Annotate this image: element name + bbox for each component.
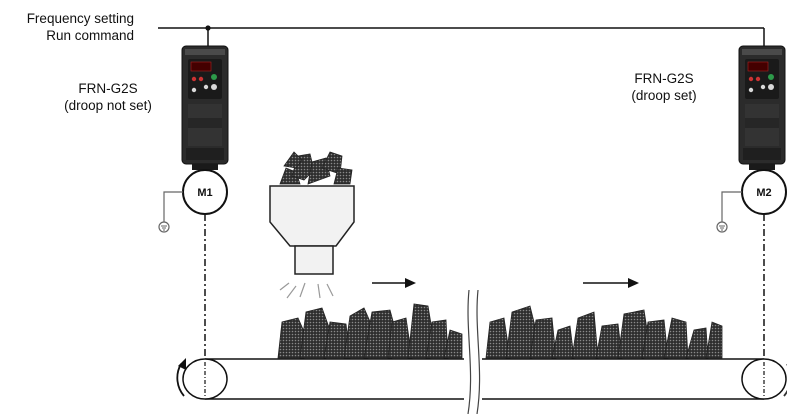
- conveyor-belt: [177, 358, 787, 399]
- right-drive-label: FRN-G2S (droop set): [604, 70, 724, 104]
- signal-line: [158, 25, 764, 48]
- left-drive-note: (droop not set): [38, 97, 178, 114]
- right-earth: [717, 192, 742, 232]
- signal-line1-label: Frequency setting: [0, 10, 134, 27]
- hopper: [270, 152, 354, 298]
- material-pile: [278, 304, 722, 358]
- motor-m1-label: M1: [197, 187, 212, 199]
- right-drive-note: (droop set): [604, 87, 724, 104]
- motor-m2-label: M2: [756, 187, 771, 199]
- belt-break-mark: [464, 290, 482, 414]
- flow-arrow-right: [583, 278, 639, 288]
- signal-line2-label: Run command: [0, 27, 134, 44]
- signal-label: Frequency setting Run command: [0, 10, 134, 44]
- left-drive-model: FRN-G2S: [38, 80, 178, 97]
- left-inverter: [182, 46, 228, 170]
- right-drive-model: FRN-G2S: [604, 70, 724, 87]
- right-inverter: [739, 46, 785, 170]
- left-drive-label: FRN-G2S (droop not set): [38, 80, 178, 114]
- flow-arrow-left: [372, 278, 416, 288]
- left-earth: [159, 192, 183, 232]
